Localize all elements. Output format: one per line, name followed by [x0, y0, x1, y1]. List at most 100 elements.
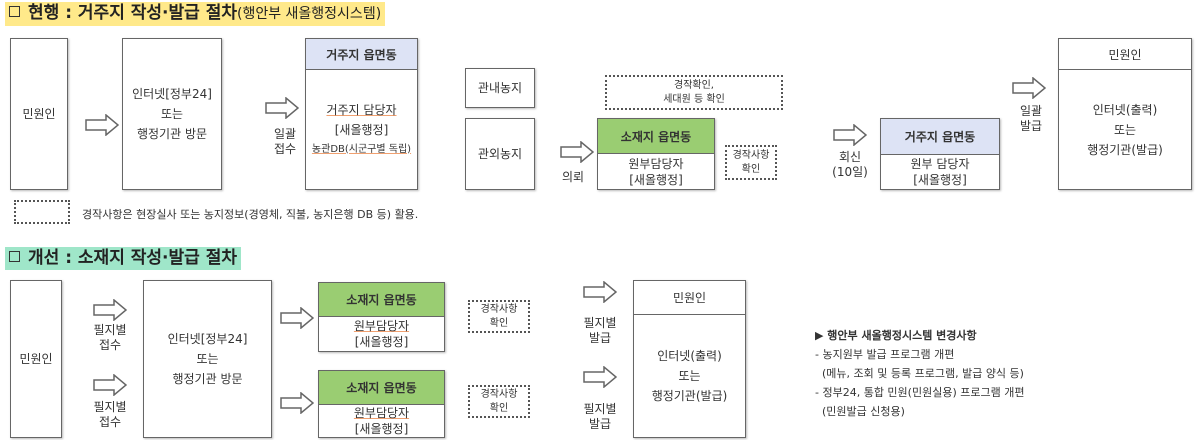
box-text: 인터넷[정부24] [132, 87, 212, 101]
box-text: [새올행정] [334, 122, 389, 137]
section-title-current: 현행 : 거주지 작성·발급 절차(행안부 새올행정시스템) [5, 2, 386, 26]
box-header: 민원인 [1059, 39, 1191, 70]
box-text: 또는 [678, 369, 701, 383]
box-text: 원부담당자 [628, 156, 684, 171]
note-line: (메뉴, 조회 및 등록 프로그램, 발급 양식 등) [815, 367, 1024, 380]
box-text: 민원인 [19, 352, 53, 366]
legend-dotted-box [14, 200, 70, 224]
box-text: 행정기관 방문 [172, 372, 243, 386]
square-bullet-icon [9, 251, 20, 262]
box-text: 경작확인, [674, 79, 714, 91]
box-text: 세대원 등 확인 [663, 93, 725, 105]
title-text: 개선 : 소재지 작성·발급 절차 [28, 248, 237, 268]
box-text: 경작사항 [480, 303, 518, 315]
change-notes: ▶ 행안부 새올행정시스템 변경사항 - 농지원부 발급 프로그램 개편 (메뉴… [815, 326, 1024, 421]
box-text: 행정기관(발급) [1087, 142, 1163, 157]
label-line: 접수 [98, 415, 122, 429]
box-text: 인터넷(출력) [1092, 102, 1158, 117]
box-text: 인터넷[정부24] [167, 332, 248, 346]
box-header: 거주지 읍면동 [881, 119, 999, 155]
box-text: 원부담당자 [353, 406, 410, 420]
right-arrow-icon [93, 298, 128, 322]
square-bullet-icon [9, 6, 20, 17]
request-label: 의뢰 [561, 170, 585, 184]
box-text: 거주지 담당자 [326, 102, 397, 117]
right-arrow-icon [583, 280, 618, 304]
box-text: 원부담당자 [353, 319, 410, 333]
box-text: 또는 [1113, 122, 1137, 137]
box-text: 인터넷(출력) [657, 349, 722, 363]
right-arrow-icon [560, 140, 595, 164]
box-text: [새올행정] [354, 422, 409, 436]
box-header: 민원인 [634, 281, 745, 315]
label-line: 발급 [588, 331, 612, 345]
applicant-box: 민원인 [10, 280, 62, 438]
label-line: (10일) [832, 165, 868, 179]
reply-label: 회신(10일) [828, 150, 872, 180]
box-header: 거주지 읍면동 [306, 39, 417, 70]
box-text: 또는 [160, 107, 184, 121]
note-line: - 농지원부 발급 프로그램 개편 [815, 348, 955, 361]
right-arrow-icon [833, 123, 868, 147]
box-text: [새올행정] [913, 173, 967, 187]
box-text: 또는 [196, 352, 219, 366]
right-arrow-icon [1012, 76, 1047, 100]
box-text: 확인 [489, 402, 509, 414]
right-arrow-icon [265, 96, 300, 120]
box-text: 행정기관(발급) [651, 389, 728, 403]
box-text: [새올행정] [629, 172, 683, 187]
label-line: 발급 [1019, 119, 1043, 133]
label-line: 접수 [273, 142, 297, 156]
box-text: 경작사항 [732, 149, 770, 161]
note-heading: ▶ 행안부 새올행정시스템 변경사항 [815, 329, 977, 342]
note-line: (민원발급 신청용) [815, 405, 905, 418]
legend-text: 경작사항은 현장실사 또는 농지정보(경영체, 직불, 농지은행 DB 등) 활… [82, 208, 419, 221]
box-text: 원부 담당자 [910, 157, 970, 171]
label-line: 발급 [588, 417, 612, 431]
box-text: 행정기관 방문 [136, 127, 208, 141]
right-arrow-icon [583, 365, 618, 389]
title-sub: (행안부 새올행정시스템) [236, 6, 382, 22]
box-text: 관내농지 [477, 81, 523, 95]
label-line: 회신 [838, 150, 862, 164]
box-header: 소재지 읍면동 [598, 119, 714, 154]
label-line: 필지별 [93, 323, 127, 337]
out-area-box: 관외농지 [465, 118, 535, 190]
box-text: 민원인 [22, 107, 56, 121]
box-header: 소재지 읍면동 [319, 283, 444, 317]
box-text: 확인 [741, 163, 761, 175]
applicant-box: 민원인 [10, 38, 68, 190]
label-line: 필지별 [93, 400, 127, 414]
label-line: 필지별 [583, 402, 617, 416]
box-text: 농관DB(시군구별 독립) [311, 143, 412, 155]
in-area-box: 관내농지 [465, 68, 535, 108]
right-arrow-icon [85, 113, 120, 137]
label-line: 필지별 [583, 316, 617, 330]
box-text: 경작사항 [480, 388, 518, 400]
right-arrow-icon [93, 373, 128, 397]
right-arrow-icon [280, 391, 315, 415]
note-line: - 정부24, 통합 민원(민원실용) 프로그램 개편 [815, 386, 1025, 399]
label-line: 일괄 [1019, 104, 1043, 118]
household-check-box: 경작확인, 세대원 등 확인 [605, 75, 783, 110]
box-text: 확인 [489, 317, 509, 329]
section-title-improved: 개선 : 소재지 작성·발급 절차 [5, 247, 241, 270]
box-text: [새올행정] [354, 335, 409, 349]
box-text: 관외농지 [477, 147, 523, 161]
label-line: 접수 [98, 338, 122, 352]
